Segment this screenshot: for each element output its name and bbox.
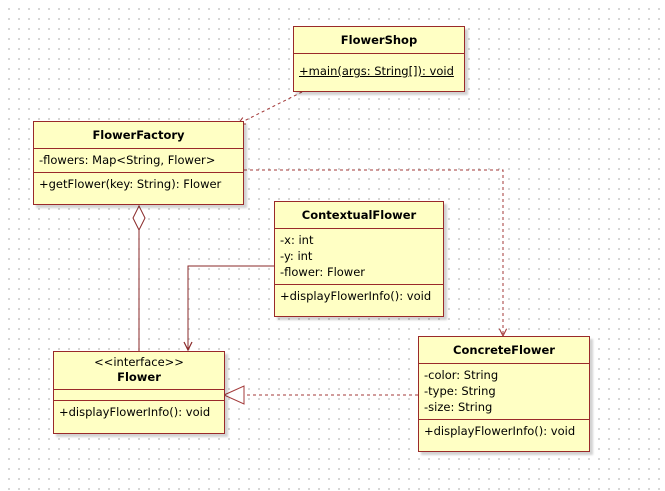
operation-main: +main(args: String[]): void xyxy=(299,64,454,78)
class-header: <<interface>> Flower xyxy=(54,352,224,390)
attribute-color: -color: String xyxy=(424,368,499,382)
class-header: FlowerFactory xyxy=(34,122,243,149)
realization-triangle xyxy=(222,385,245,405)
class-name: ContextualFlower xyxy=(301,208,417,222)
attribute-flower: -flower: Flower xyxy=(280,265,366,279)
operations-compartment: +displayFlowerInfo(): void xyxy=(275,284,443,308)
attribute-x: -x: int xyxy=(280,233,314,247)
attribute-y: -y: int xyxy=(280,249,313,263)
attributes-compartment: -color: String -type: String -size: Stri… xyxy=(419,364,589,419)
class-contextualflower[interactable]: ContextualFlower -x: int -y: int -flower… xyxy=(274,201,444,317)
class-name: Flower xyxy=(117,370,161,384)
class-concreteflower[interactable]: ConcreteFlower -color: String -type: Str… xyxy=(418,336,590,452)
attribute-flowers: -flowers: Map<String, Flower> xyxy=(39,153,216,167)
attribute-size: -size: String xyxy=(424,400,493,414)
operations-compartment: +displayFlowerInfo(): void xyxy=(419,419,589,443)
interface-flower[interactable]: <<interface>> Flower +displayFlowerInfo(… xyxy=(53,351,225,434)
class-name: FlowerFactory xyxy=(92,128,185,142)
attributes-compartment: -flowers: Map<String, Flower> xyxy=(34,149,243,172)
operations-compartment: +getFlower(key: String): Flower xyxy=(34,172,243,196)
class-flowerfactory[interactable]: FlowerFactory -flowers: Map<String, Flow… xyxy=(33,121,244,205)
class-header: ContextualFlower xyxy=(275,202,443,229)
operations-compartment: +main(args: String[]): void xyxy=(294,54,464,83)
attribute-type: -type: String xyxy=(424,384,496,398)
operations-compartment: +displayFlowerInfo(): void xyxy=(54,400,224,424)
stereotype-label: <<interface>> xyxy=(94,355,184,369)
class-flowershop[interactable]: FlowerShop +main(args: String[]): void xyxy=(293,26,465,92)
operation-displayflowerinfo: +displayFlowerInfo(): void xyxy=(424,424,576,438)
operation-getflower: +getFlower(key: String): Flower xyxy=(39,177,222,191)
class-name: FlowerShop xyxy=(340,33,418,47)
dependency-flowershop-to-flowerfactory xyxy=(238,91,303,124)
association-contextualflower-to-flower xyxy=(188,265,275,350)
attributes-compartment xyxy=(54,390,224,400)
class-name: ConcreteFlower xyxy=(453,343,555,357)
class-header: ConcreteFlower xyxy=(419,337,589,364)
operation-displayflowerinfo: +displayFlowerInfo(): void xyxy=(59,405,211,419)
attributes-compartment: -x: int -y: int -flower: Flower xyxy=(275,229,443,284)
aggregation-diamond xyxy=(132,204,146,232)
operation-displayflowerinfo: +displayFlowerInfo(): void xyxy=(280,289,432,303)
class-header: FlowerShop xyxy=(294,27,464,54)
